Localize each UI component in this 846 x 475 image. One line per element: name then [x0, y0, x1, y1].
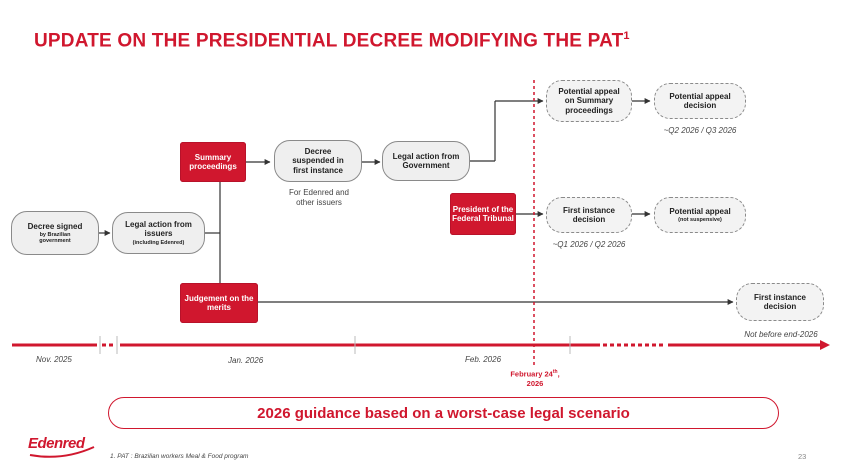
first-instance-decision-end-node: First instance decision	[736, 283, 824, 321]
potential-appeal-summary-node: Potential appeal on Summary proceedings	[546, 80, 632, 122]
edenred-issuers-note: For Edenred and other issuers	[288, 188, 350, 208]
president-tribunal-node: President of the Federal Tribunal	[450, 193, 516, 235]
first-instance-decision-mid-node: First instance decision	[546, 197, 632, 233]
timeline-label-jan-2026: Jan. 2026	[228, 356, 264, 365]
page-number: 23	[798, 452, 807, 461]
q1-q2-note: ~Q1 2026 / Q2 2026	[552, 240, 626, 249]
timeline-label-feb-2026: Feb. 2026	[465, 355, 502, 364]
edenred-logo: Edenred	[28, 433, 98, 459]
page-title: UPDATE ON THE PRESIDENTIAL DECREE MODIFY…	[34, 30, 630, 52]
q2-q3-note: ~Q2 2026 / Q3 2026	[663, 126, 737, 135]
judgement-merits-node: Judgement on the merits	[180, 283, 258, 323]
decree-signed-node: Decree signed by Brazilian government	[11, 211, 99, 255]
february-24-marker-label: February 24th, 2026	[510, 369, 560, 389]
guidance-banner: 2026 guidance based on a worst-case lega…	[108, 397, 779, 429]
summary-proceedings-node: Summary proceedings	[180, 142, 246, 182]
legal-action-government-node: Legal action from Government	[382, 141, 470, 181]
legal-action-issuers-node: Legal action from issuers (including Ede…	[112, 212, 205, 254]
timeline-label-nov-2025: Nov. 2025	[36, 355, 72, 364]
footnote: 1. PAT : Brazilian workers Meal & Food p…	[110, 453, 249, 460]
potential-appeal-decision-node: Potential appeal decision	[654, 83, 746, 119]
not-before-note: Not before end-2026	[744, 330, 818, 339]
potential-appeal-nonsusp-node: Potential appeal (not suspensive)	[654, 197, 746, 233]
decree-suspended-node: Decree suspended in first instance	[274, 140, 362, 182]
